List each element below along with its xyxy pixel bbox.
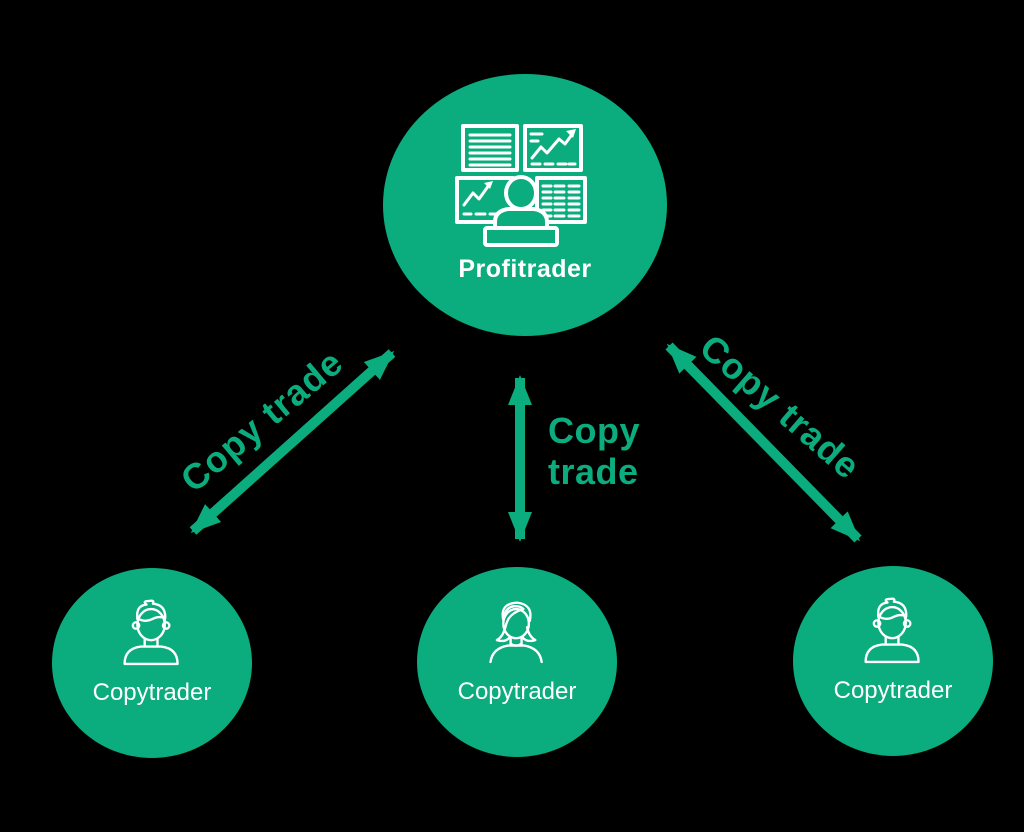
female-user-icon xyxy=(489,601,543,664)
profitrader-label: Profitrader xyxy=(458,255,592,283)
male-user-icon xyxy=(864,597,920,664)
copytrader-node-middle: Copytrader xyxy=(417,567,617,757)
copytrader-label: Copytrader xyxy=(92,679,212,706)
trader-workstation-icon xyxy=(455,124,587,247)
profitrader-node: Profitrader xyxy=(383,74,667,336)
male-user-icon xyxy=(123,599,179,666)
copytrader-label: Copytrader xyxy=(833,677,953,704)
copy-trade-label-middle: Copy trade xyxy=(548,410,640,493)
copytrader-label: Copytrader xyxy=(457,678,577,705)
copytrader-node-right: Copytrader xyxy=(793,566,993,756)
copytrader-node-left: Copytrader xyxy=(52,568,252,758)
copy-trade-label-left: Copy trade xyxy=(172,341,351,500)
copy-trade-label-right: Copy trade xyxy=(692,326,869,488)
